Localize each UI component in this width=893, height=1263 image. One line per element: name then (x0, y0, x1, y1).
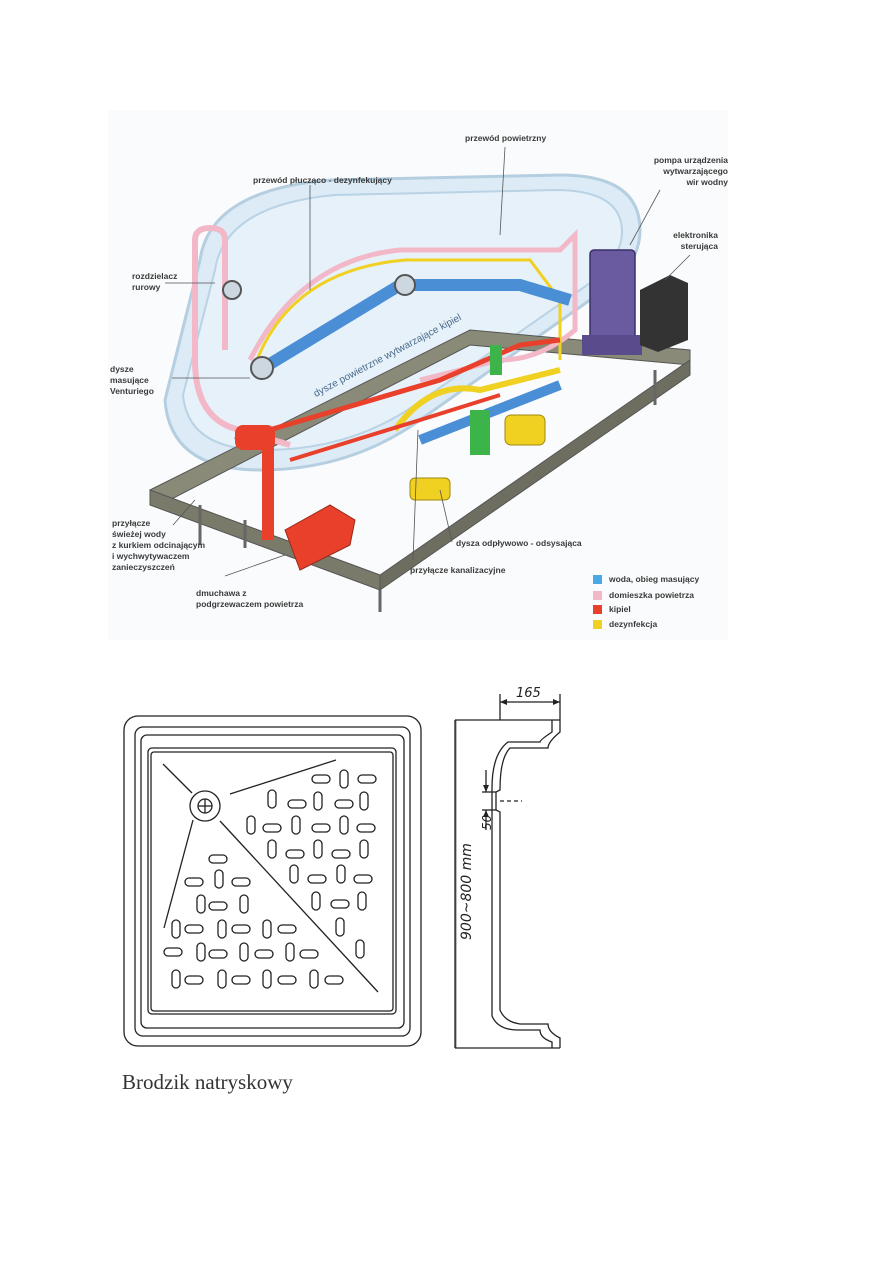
legend-item-disinfection: dezynfekcja (593, 619, 658, 630)
hydromassage-bathtub-diagram: przewód powietrzny przewód płucząco - de… (110, 133, 728, 630)
label-electronics: elektronika sterująca (673, 230, 718, 251)
dimension-size: 900~800 mm (459, 843, 475, 940)
legend-swatch (593, 605, 602, 614)
label-drain-connection: przyłącze kanalizacyjne (410, 565, 506, 575)
tray-plan-view (123, 694, 561, 1049)
anti-slip-pads (163, 769, 377, 989)
label-air-line: przewód powietrzny (465, 133, 547, 143)
legend-label: domieszka powietrza (609, 590, 695, 600)
legend-swatch (593, 575, 602, 584)
legend-swatch (593, 591, 602, 600)
label-fresh-water: przyłącze świeżej wody z kurkiem odcinaj… (112, 518, 206, 572)
tray-caption: Brodzik natryskowy (122, 1070, 293, 1094)
legend-item-bubbling: kipiel (593, 604, 631, 615)
legend-item-water: woda, obieg masujący (593, 574, 700, 585)
legend-label: dezynfekcja (609, 619, 658, 629)
label-pump: pompa urządzenia wytwarzającego wir wodn… (653, 155, 728, 187)
legend-item-air: domieszka powietrza (593, 590, 695, 601)
label-rinse-line: przewód płucząco - dezynfekujący (253, 175, 392, 185)
shower-tray-drawing: 165 50 900~800 mm (0, 680, 893, 1130)
legend-label: woda, obieg masujący (609, 574, 700, 584)
dimension-drain-offset: 50 (480, 814, 494, 830)
bathtub-illustration (149, 146, 691, 612)
label-outflow-nozzle: dysza odpływowo - odsysająca (456, 538, 582, 548)
dimension-height: 165 (516, 686, 541, 701)
label-manifold: rozdzielacz rurowy (132, 271, 178, 292)
legend-swatch (593, 620, 602, 629)
label-venturi: dysze masujące Venturiego (110, 364, 154, 396)
label-blower: dmuchawa z podgrzewaczem powietrza (196, 588, 304, 609)
legend-label: kipiel (609, 604, 631, 614)
